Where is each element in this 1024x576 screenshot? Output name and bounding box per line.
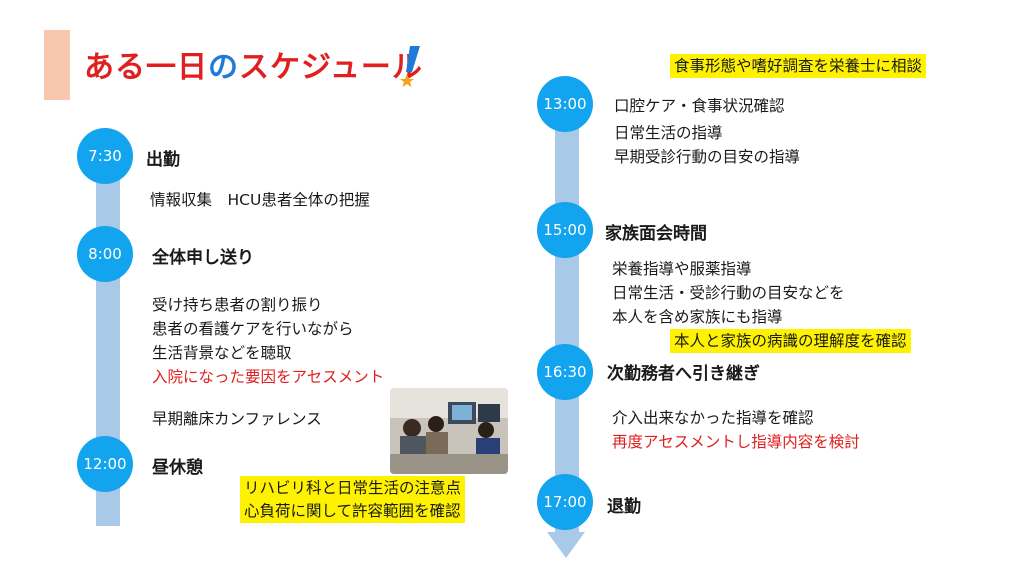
title-part-2: の [208,50,239,85]
heading-shukkin: 出勤 [146,150,180,170]
time-circle-1500: 15:00 [537,202,593,258]
heading-shift-handover: 次勤務者へ引き継ぎ [607,364,760,384]
text-assign-patients: 受け持ち患者の割り振り [152,296,323,314]
timeline-arrow-down [547,532,585,558]
time-circle-1200: 12:00 [77,436,133,492]
text-life-background: 生活背景などを聴取 [152,344,292,362]
text-reassessment-red: 再度アセスメントし指導内容を検討 [612,433,860,451]
text-nursing-care: 患者の看護ケアを行いながら [152,320,354,338]
title-accent-bar [44,30,70,100]
time-circle-0800: 8:00 [77,226,133,282]
highlight-understanding: 本人と家族の病識の理解度を確認 [670,329,911,353]
text-uncompleted-guidance: 介入出来なかった指導を確認 [612,409,814,427]
text-oral-care: 口腔ケア・食事状況確認 [614,97,785,115]
staff-meeting-photo [390,388,508,474]
text-daily-life-guidance: 日常生活の指導 [614,124,723,142]
text-family-guidance: 本人を含め家族にも指導 [612,308,783,326]
time-circle-1700: 17:00 [537,474,593,530]
text-nutrition-medication: 栄養指導や服薬指導 [612,260,752,278]
title-part-1: ある一日 [84,50,208,85]
text-info-gathering: 情報収集 HCU患者全体の把握 [150,191,370,209]
text-early-mobilization: 早期離床カンファレンス [152,410,322,428]
title-part-3: スケジュール [239,50,423,85]
time-circle-1630: 16:30 [537,344,593,400]
heading-taikin: 退勤 [607,497,641,517]
text-assessment-red: 入院になった要因をアセスメント [152,368,385,386]
heading-handover: 全体申し送り [152,248,254,268]
text-visit-criteria: 日常生活・受診行動の目安などを [612,284,845,302]
exclamation-star-icon [400,46,420,87]
text-early-visit-guidance: 早期受診行動の目安の指導 [614,148,801,166]
highlight-rehab-line-1: リハビリ科と日常生活の注意点 [240,476,466,500]
heading-family-visit: 家族面会時間 [605,224,707,244]
highlight-nutritionist: 食事形態や嗜好調査を栄養士に相談 [670,54,927,78]
heading-lunch-break: 昼休憩 [152,458,203,478]
highlight-rehab-line-2: 心負荷に関して許容範囲を確認 [240,499,465,523]
right-timeline-track [555,112,579,534]
time-circle-0730: 7:30 [77,128,133,184]
time-circle-1300: 13:00 [537,76,593,132]
page-title: ある一日のスケジュール [84,42,423,86]
